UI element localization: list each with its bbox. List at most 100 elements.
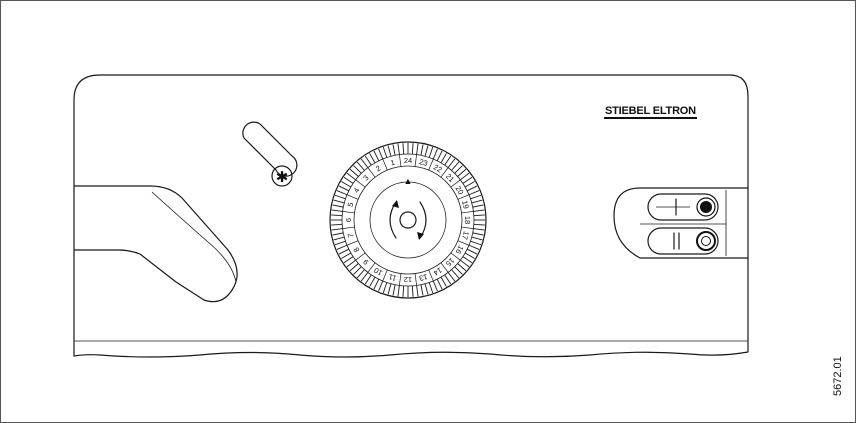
dial-tick	[457, 168, 467, 177]
dial-tick	[470, 194, 482, 200]
switch-top[interactable]	[647, 193, 719, 221]
panel-outline	[73, 74, 749, 358]
dial-tick	[464, 252, 475, 259]
dial-segment-divider	[382, 158, 388, 171]
dial-tick	[460, 259, 470, 268]
brand-logo: STIEBEL ELTRON	[604, 104, 697, 119]
dial-segment-divider	[450, 179, 461, 188]
dial-tick	[331, 223, 343, 226]
switch-block	[613, 187, 749, 259]
dial-tick	[462, 176, 473, 184]
rotate-left-arrow-icon	[389, 201, 397, 239]
dial-ticks	[331, 143, 485, 297]
dial-tick	[343, 176, 354, 184]
dial-tick	[356, 161, 365, 171]
asterisk-icon: ✱	[276, 168, 289, 186]
dial-segment-divider	[367, 262, 376, 273]
dial-tick	[346, 259, 356, 268]
dial-indicator-icon: ▲	[404, 176, 413, 186]
dial-tick	[353, 165, 362, 174]
dial-tick	[432, 280, 438, 292]
dial-tick	[397, 143, 400, 155]
dial-tick	[343, 256, 354, 264]
grip-recess	[73, 185, 238, 303]
dial-segment-divider	[382, 269, 388, 282]
dial-tick	[432, 148, 438, 160]
dial-tick	[387, 283, 392, 295]
dial-tick	[468, 190, 480, 196]
dial-tick	[428, 282, 434, 294]
dial-hour-label: 16	[454, 244, 466, 256]
dial-tick	[462, 256, 473, 264]
dial-tick	[420, 284, 424, 296]
dial-center-hub	[399, 211, 417, 229]
dial-tick	[356, 269, 365, 279]
dial-segment-divider	[355, 252, 366, 261]
dial-tick	[346, 172, 356, 181]
dial-tick	[473, 209, 485, 212]
dial-tick	[331, 228, 343, 231]
dial-segment-divider	[399, 154, 402, 167]
switch-bottom[interactable]	[647, 227, 719, 255]
dial-hour-label: 14	[432, 266, 444, 278]
dial-hour-label: 6	[344, 218, 353, 222]
dial-hour-label: 13	[418, 272, 428, 283]
dial-tick	[378, 280, 384, 292]
dial-hour-label: 4	[352, 186, 362, 194]
dial-tick	[336, 244, 348, 250]
dial-segment-divider	[461, 226, 474, 229]
dial-tick	[364, 274, 372, 285]
dial-tick	[473, 223, 485, 226]
dial-hour-label: 20	[454, 184, 466, 196]
dial-tick	[444, 274, 452, 285]
dial-tick	[424, 283, 429, 295]
knob-body	[242, 121, 298, 177]
ring-indicator-inner	[701, 236, 711, 246]
dial-segment-divider	[414, 273, 417, 286]
dial-tick	[420, 144, 424, 156]
dial-tick	[454, 165, 463, 174]
dial-tick	[436, 278, 443, 290]
dial-tick	[411, 143, 414, 155]
dial-hour-label: 7	[346, 232, 356, 238]
dial-tick	[473, 228, 485, 231]
dial-tick	[472, 232, 484, 236]
dial-segment-divider	[399, 273, 402, 286]
dial-tick	[333, 199, 345, 204]
dial-segment-divider	[414, 154, 417, 167]
dial-outer-ring	[329, 141, 487, 299]
dial-tick	[341, 181, 352, 188]
dial-tick	[360, 158, 369, 168]
dial-segment-divider	[457, 240, 470, 246]
dial-tick	[334, 194, 346, 200]
arrow-head-icon	[392, 200, 399, 208]
grip-recess-inner	[151, 191, 237, 283]
dial-segment-divider	[367, 167, 376, 178]
knob-control[interactable]: ✱	[242, 121, 298, 187]
dial-segment-divider	[346, 240, 359, 246]
dial-hour-label: 1	[389, 158, 395, 168]
ring-indicator-icon	[696, 231, 716, 251]
dial-tick	[436, 150, 443, 162]
dial-hour-label: 15	[444, 256, 456, 268]
dial-tick	[451, 269, 460, 279]
dial-tick	[341, 252, 352, 259]
dial-tick	[360, 272, 369, 282]
dial-tick	[349, 263, 359, 272]
dial-tick	[470, 240, 482, 246]
dial-tick	[416, 285, 419, 297]
dial-tick	[466, 185, 478, 192]
figure-reference-code: 5672.01	[832, 356, 844, 396]
dial-tick	[447, 158, 456, 168]
dial-segment-divider	[428, 269, 434, 282]
dial-tick	[332, 204, 344, 208]
dial-hour-label: 17	[460, 230, 471, 240]
dial-tick	[331, 214, 343, 217]
filled-indicator-dot	[700, 201, 712, 213]
arrow-head-icon	[417, 232, 424, 240]
dial-hour-label: 19	[460, 199, 471, 209]
dial-tick	[353, 266, 362, 275]
dial-hour-label: 12	[404, 275, 412, 284]
